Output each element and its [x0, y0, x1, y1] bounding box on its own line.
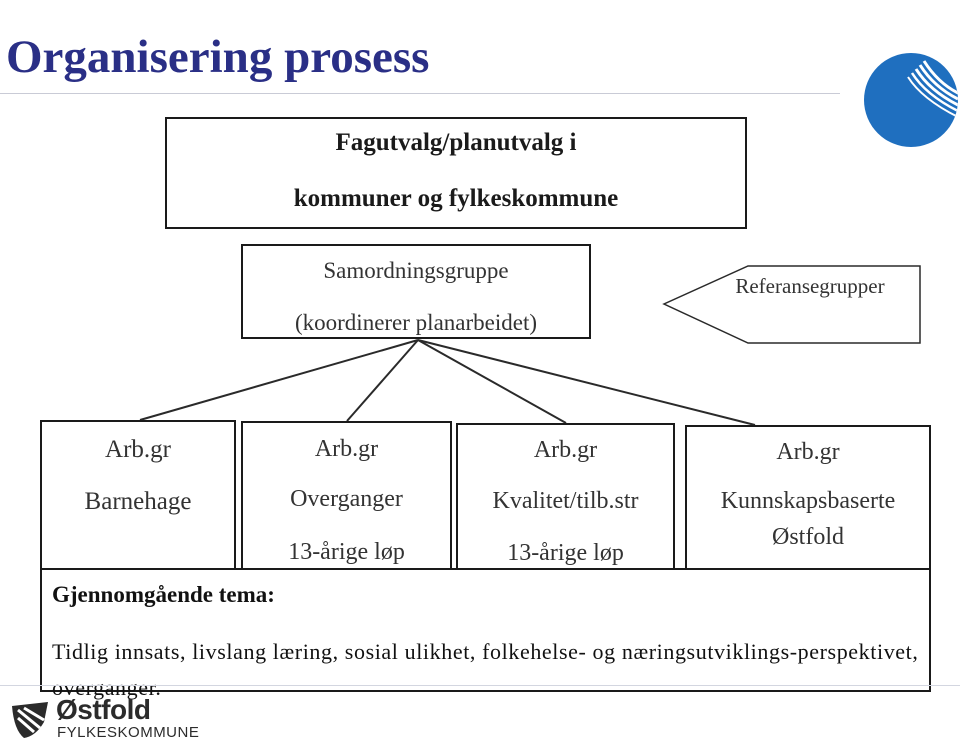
theme-box [40, 568, 931, 692]
committee-line2: kommuner og fylkeskommune [293, 185, 619, 212]
group-subtitle: 13-årige løp [288, 539, 405, 565]
group-subtitle: 13-årige løp [507, 540, 624, 566]
group-label: Arb.gr [105, 436, 171, 463]
group-label: Arb.gr [533, 437, 598, 463]
footer-org-name: Østfold [56, 694, 151, 725]
group-label: Arb.gr [776, 439, 840, 465]
coordination-line1: Samordningsgruppe [323, 258, 509, 283]
group-title: Overganger [290, 486, 403, 512]
committee-line1: Fagutvalg/planutvalg i [335, 129, 577, 156]
working-group-kvalitet: Arb.gr Kvalitet/tilb.str 13-årige løp [456, 423, 675, 572]
page-title: Organisering prosess [6, 31, 430, 83]
reference-group-shape [662, 265, 921, 344]
group-title: Kunnskapsbaserte [720, 488, 896, 514]
committee-box: Fagutvalg/planutvalg i kommuner og fylke… [165, 117, 747, 229]
working-group-overganger: Arb.gr Overganger 13-årige løp [241, 421, 452, 572]
group-label: Arb.gr [314, 436, 379, 462]
theme-heading: Gjennomgående tema: [52, 582, 275, 607]
title-divider [0, 93, 840, 94]
footer-divider [0, 685, 960, 686]
group-title: Kvalitet/tilb.str [492, 488, 639, 514]
footer-org-sub: FYLKESKOMMUNE [57, 724, 200, 741]
theme-text: Tidlig innsats, livslang læring, sosial … [52, 639, 919, 700]
group-title: Barnehage [84, 488, 192, 515]
working-group-kunnskap: Arb.gr Kunnskapsbaserte Østfold [685, 425, 931, 572]
ostfold-crest-icon [12, 702, 48, 738]
coordination-box: Samordningsgruppe (koordinerer planarbei… [241, 244, 591, 339]
group-subtitle: Østfold [772, 524, 844, 550]
working-group-barnehage: Arb.gr Barnehage [40, 420, 236, 572]
coordination-line2: (koordinerer planarbeidet) [294, 310, 538, 335]
globe-swoosh-icon [864, 53, 958, 147]
reference-group-label: Referansegrupper [735, 274, 885, 298]
